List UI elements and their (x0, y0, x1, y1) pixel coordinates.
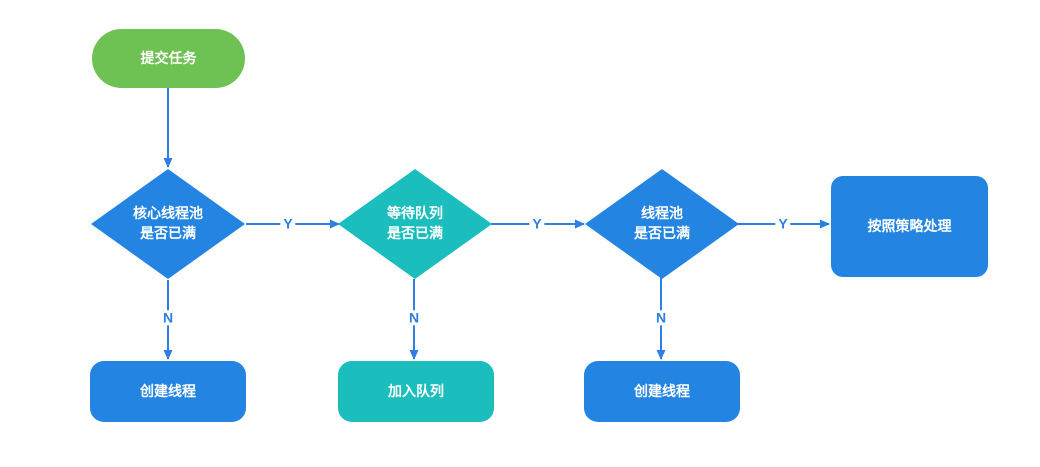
node-start-label: 提交任务 (140, 49, 197, 66)
edge-label-core-no: N (159, 309, 177, 326)
node-decision-wait-queue-label: 等待队列 是否已满 (387, 205, 443, 241)
node-decision-wait-queue: 等待队列 是否已满 (338, 169, 492, 279)
edge-label-pool-no: N (652, 309, 670, 326)
node-policy-label: 按照策略处理 (867, 217, 952, 234)
edge-label-core-yes: Y (280, 215, 296, 232)
node-decision-thread-pool-label: 线程池 是否已满 (634, 205, 690, 241)
node-create-thread-2: 创建线程 (584, 361, 740, 422)
edge-label-queue-yes: Y (529, 215, 545, 232)
edge-label-pool-yes: Y (775, 215, 791, 232)
node-join-queue: 加入队列 (338, 361, 494, 422)
node-decision-core-pool: 核心线程池 是否已满 (91, 169, 245, 279)
node-policy: 按照策略处理 (831, 176, 988, 277)
node-join-queue-label: 加入队列 (388, 382, 444, 399)
node-create-thread-1-label: 创建线程 (140, 382, 196, 399)
node-start: 提交任务 (92, 29, 245, 88)
node-create-thread-1: 创建线程 (90, 361, 246, 422)
edge-label-queue-no: N (405, 309, 423, 326)
node-create-thread-2-label: 创建线程 (634, 382, 690, 399)
node-decision-thread-pool: 线程池 是否已满 (585, 169, 739, 279)
node-decision-core-pool-label: 核心线程池 是否已满 (133, 205, 203, 241)
